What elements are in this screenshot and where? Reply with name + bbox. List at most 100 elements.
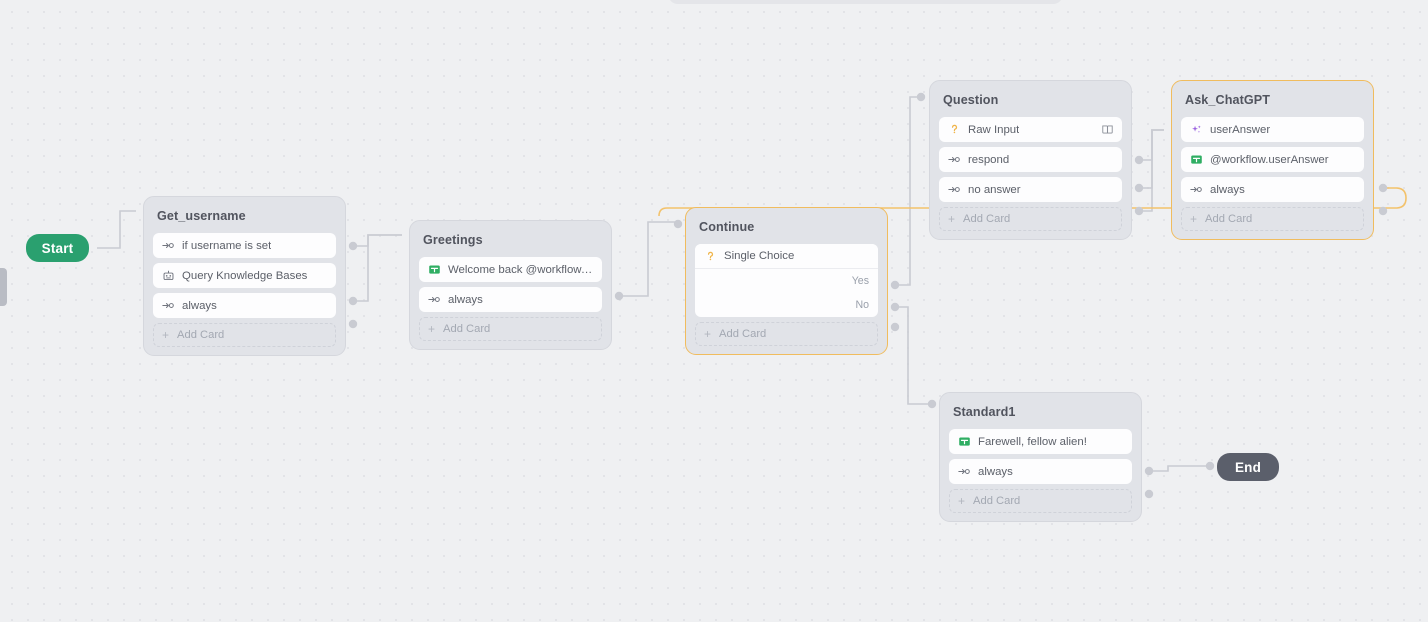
card-row[interactable]: always — [949, 459, 1132, 484]
add-card-button[interactable]: +Add Card — [153, 323, 336, 347]
start-label: Start — [41, 240, 74, 256]
choice-header[interactable]: Single Choice — [695, 244, 878, 269]
connection-port[interactable] — [1134, 183, 1144, 193]
start-node[interactable]: Start — [26, 234, 89, 262]
add-card-button[interactable]: +Add Card — [939, 207, 1122, 231]
question-capture-icon — [947, 123, 961, 137]
card-label: Raw Input — [968, 123, 1020, 136]
card-row[interactable]: always — [1181, 177, 1364, 202]
transition-icon — [947, 153, 961, 167]
panel-handle[interactable] — [0, 268, 7, 306]
card-label: always — [448, 293, 483, 306]
card-row[interactable]: Farewell, fellow alien! — [949, 429, 1132, 454]
add-card-button[interactable]: + Add Card — [419, 317, 602, 341]
card-label: if username is set — [182, 239, 272, 252]
node-ask_chatgpt[interactable]: Ask_ChatGPT userAnswer @workflow.userAnswe… — [1171, 80, 1374, 240]
choice-option-label: Yes — [851, 275, 869, 287]
add-card-label: Add Card — [719, 328, 767, 340]
connection-port[interactable] — [348, 241, 358, 251]
add-card-label: Add Card — [443, 323, 491, 335]
connection-port[interactable] — [348, 319, 358, 329]
node-title: Continue — [699, 220, 755, 234]
edge-start-to-get_username[interactable] — [97, 210, 136, 249]
add-card-button[interactable]: +Add Card — [1181, 207, 1364, 231]
edge-get_username-if-to-greetings[interactable] — [353, 234, 402, 247]
card-row[interactable]: Raw Input — [939, 117, 1122, 142]
connection-port[interactable] — [1134, 155, 1144, 165]
card-row[interactable]: always — [153, 293, 336, 318]
ai-sparkle-icon — [1189, 123, 1203, 137]
connection-port[interactable] — [1134, 206, 1144, 216]
end-node[interactable]: End — [1217, 453, 1279, 481]
connection-port[interactable] — [890, 302, 900, 312]
connection-port[interactable] — [1378, 183, 1388, 193]
connection-port[interactable] — [1205, 461, 1215, 471]
card-row[interactable]: respond — [939, 147, 1122, 172]
node-title: Standard1 — [953, 405, 1016, 419]
connection-port[interactable] — [890, 280, 900, 290]
transition-icon — [427, 293, 441, 307]
plus-icon: + — [428, 322, 436, 336]
add-card-label: Add Card — [177, 329, 225, 341]
edge-question-respond-to-ask_chatgpt[interactable] — [1139, 129, 1164, 161]
plus-icon: + — [704, 327, 712, 341]
collapsed-toolbar-panel[interactable] — [668, 0, 1063, 4]
card-label: @workflow.userAnswer — [1210, 153, 1329, 166]
edge-question-noanswer-to-ask_chatgpt[interactable] — [1139, 129, 1164, 189]
card-label: no answer — [968, 183, 1021, 196]
add-card-button[interactable]: + Add Card — [695, 322, 878, 346]
edge-get_username-always-to-greetings[interactable] — [353, 234, 402, 302]
connection-port[interactable] — [673, 219, 683, 229]
connection-port[interactable] — [1378, 206, 1388, 216]
transition-icon — [161, 299, 175, 313]
text-message-icon — [957, 435, 971, 449]
plus-icon: + — [958, 494, 966, 508]
transition-icon — [957, 465, 971, 479]
edge-question-to-ask_chatgpt-lower[interactable] — [1139, 129, 1164, 212]
add-card-button[interactable]: +Add Card — [949, 489, 1132, 513]
plus-icon: + — [948, 212, 956, 226]
card-label: Welcome back @workflow.usernam... — [448, 263, 594, 276]
connection-port[interactable] — [1144, 466, 1154, 476]
edge-continue-no-to-standard1[interactable] — [895, 306, 932, 405]
choice-option[interactable]: No — [695, 293, 878, 317]
choice-option[interactable]: Yes — [695, 269, 878, 293]
connection-port[interactable] — [348, 296, 358, 306]
edge-continue-yes-to-question[interactable] — [895, 96, 921, 286]
card-row[interactable]: if username is set — [153, 233, 336, 258]
node-title: Greetings — [423, 233, 483, 247]
connection-port[interactable] — [927, 399, 937, 409]
card-label: respond — [968, 153, 1010, 166]
open-book-icon[interactable] — [1101, 123, 1114, 136]
card-label: userAnswer — [1210, 123, 1271, 136]
card-row[interactable]: userAnswer — [1181, 117, 1364, 142]
text-message-icon — [1189, 153, 1203, 167]
card-row[interactable]: @workflow.userAnswer — [1181, 147, 1364, 172]
card-row[interactable]: Query Knowledge Bases — [153, 263, 336, 288]
node-title: Ask_ChatGPT — [1185, 93, 1271, 107]
card-label: always — [1210, 183, 1245, 196]
edge-greetings-to-continue[interactable] — [619, 221, 678, 297]
node-title: Question — [943, 93, 999, 107]
node-title: Get_username — [157, 209, 246, 223]
add-card-label: Add Card — [1205, 213, 1253, 225]
connection-port[interactable] — [1144, 489, 1154, 499]
connection-port[interactable] — [890, 322, 900, 332]
card-row[interactable]: always — [419, 287, 602, 312]
card-row[interactable]: Welcome back @workflow.usernam... — [419, 257, 602, 282]
connection-port[interactable] — [916, 92, 926, 102]
card-row[interactable]: no answer — [939, 177, 1122, 202]
connection-port[interactable] — [614, 291, 624, 301]
choice-label: Single Choice — [724, 250, 795, 262]
card-label: always — [978, 465, 1013, 478]
card-label: always — [182, 299, 217, 312]
edge-standard1-to-end[interactable] — [1149, 465, 1210, 472]
card-label: Query Knowledge Bases — [182, 269, 308, 282]
